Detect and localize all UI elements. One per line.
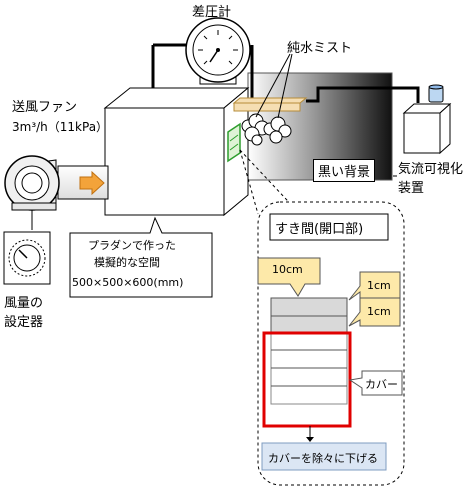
space-size: 500×500×600(mm) xyxy=(72,276,184,289)
slot-stack xyxy=(270,297,348,405)
gap-title: すき間(開口部) xyxy=(275,222,364,237)
flow-label-2: 設定器 xyxy=(4,315,44,330)
black-background-label: 黒い背景 xyxy=(313,159,376,182)
callout-1cm-b xyxy=(348,297,401,327)
down-arrow xyxy=(306,426,314,442)
visualizer-label-2: 装置 xyxy=(398,181,425,196)
fan xyxy=(4,155,109,211)
fan-spec: 3m³/h（11kPa） xyxy=(12,120,109,134)
visualizer-device xyxy=(402,84,452,155)
flow-label-1: 風量の xyxy=(4,296,44,311)
callout-1cm-a xyxy=(348,271,401,301)
space-label-1: プラダンで作った xyxy=(88,239,176,252)
space-label-2: 模擬的な空間 xyxy=(94,256,160,269)
lower-cover-label: カバーを除々に下げる xyxy=(268,452,378,465)
fan-label: 送風ファン xyxy=(12,100,78,115)
cover-callout xyxy=(348,370,403,396)
label-1cm-b: 1cm xyxy=(367,305,391,318)
opening-green xyxy=(227,122,241,163)
pressure-gauge xyxy=(151,17,254,100)
flow-setter xyxy=(3,210,51,285)
mist-tube xyxy=(232,86,420,112)
mist-label: 純水ミスト xyxy=(287,41,353,56)
lower-cover-button-bg xyxy=(261,442,387,471)
label-1cm-a: 1cm xyxy=(367,279,391,292)
visualizer-label-1: 気流可視化 xyxy=(398,162,464,177)
callout-10cm xyxy=(257,257,321,297)
mist-leaders xyxy=(255,53,293,119)
label-10cm: 10cm xyxy=(272,263,303,276)
chamber-box xyxy=(103,86,250,217)
cover-label: カバー xyxy=(365,378,398,391)
pressure-gauge-label: 差圧計 xyxy=(192,5,232,20)
mist-cloud xyxy=(241,113,292,146)
space-callout xyxy=(69,216,213,298)
